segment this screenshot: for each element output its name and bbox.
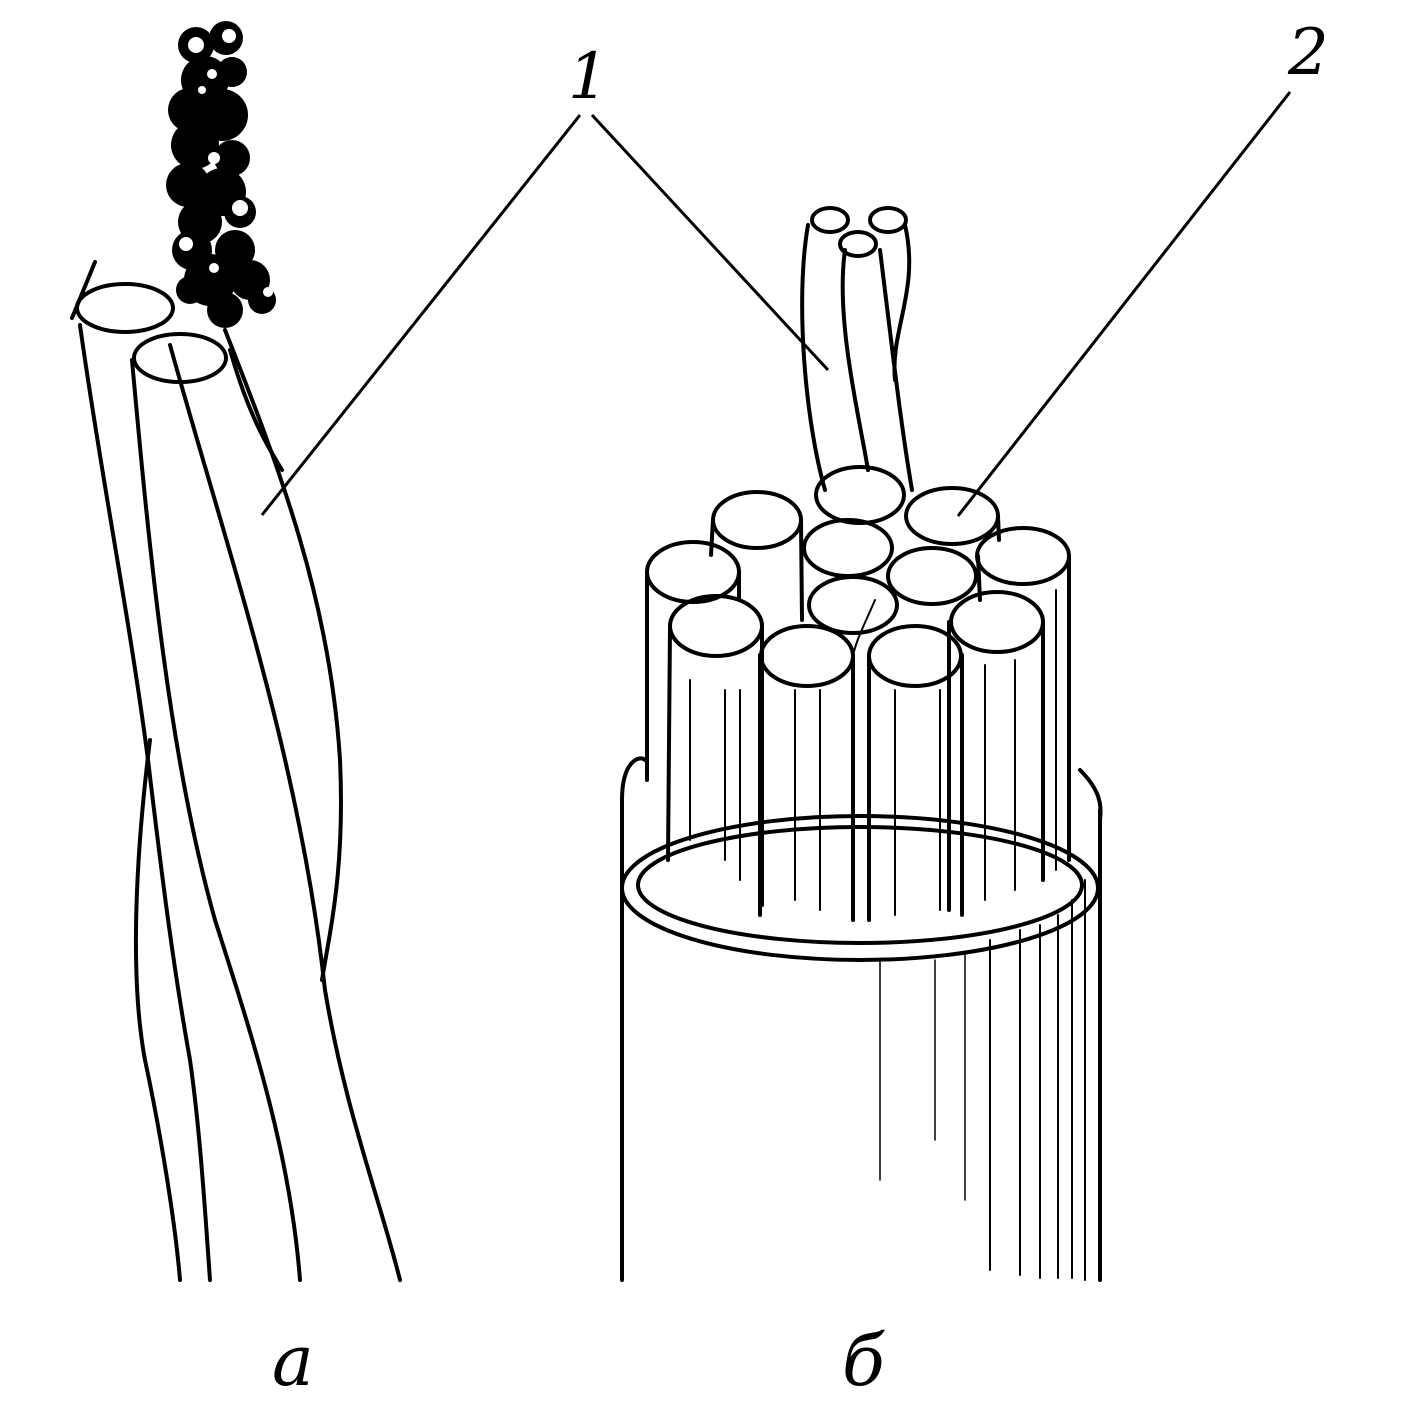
leader-lines	[260, 91, 1292, 517]
leader-1-to-bundle-a	[260, 114, 582, 516]
leader-1-to-bundle-b	[590, 113, 830, 372]
micro-strand-cluster	[166, 21, 276, 328]
micro-strand-highlights	[179, 29, 273, 297]
leader-2-to-fibre	[956, 91, 1292, 517]
panel-a-label: a	[272, 1320, 314, 1402]
twisted-bundle-drawing	[70, 260, 402, 1282]
sheathed-cable-drawing	[620, 206, 1103, 1282]
panel-b-label: б	[842, 1320, 885, 1402]
callout-1-label: 1	[568, 40, 609, 114]
callout-2-label: 2	[1287, 16, 1329, 90]
